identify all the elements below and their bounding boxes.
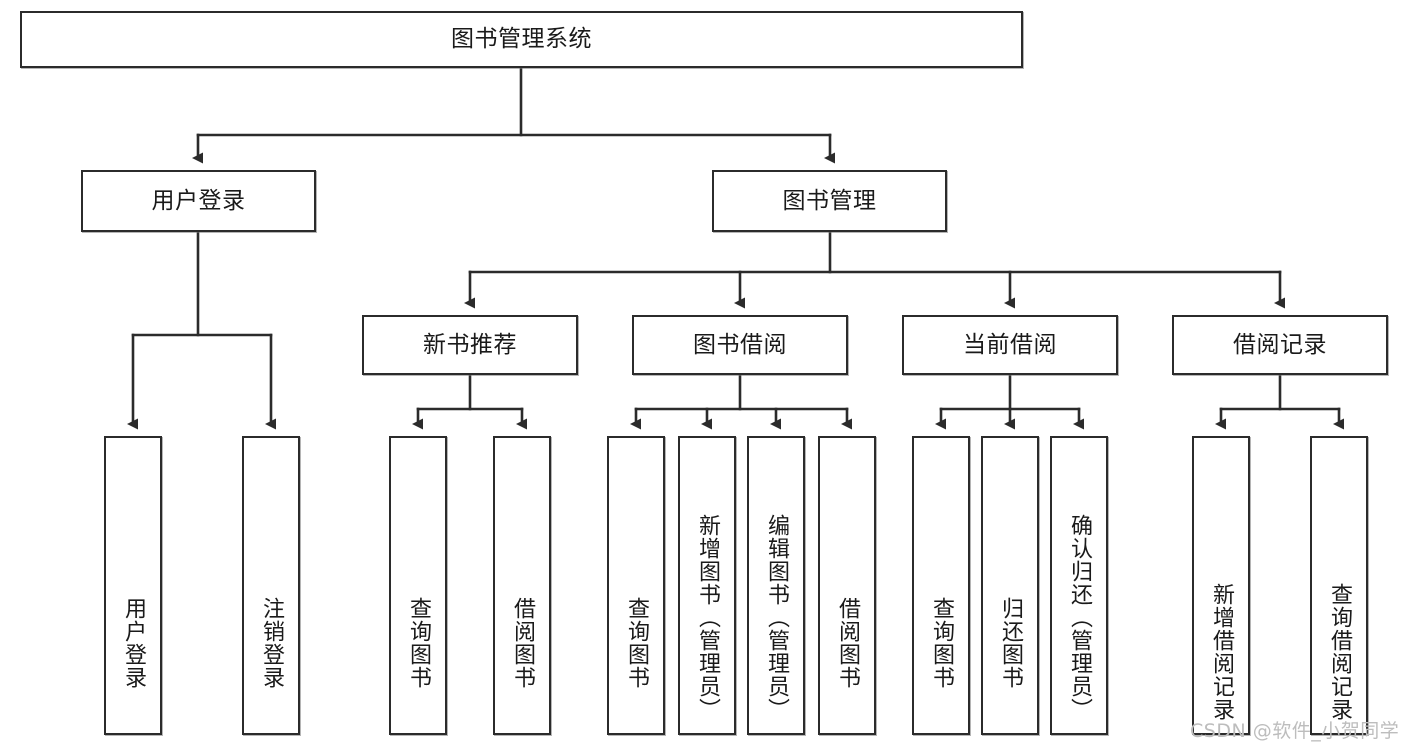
- node-root[interactable]: 图书管理系统: [20, 11, 1023, 68]
- leaf-return-book[interactable]: 归还图书: [981, 436, 1039, 735]
- leaf-query-borrow-record[interactable]: 查询借阅记录: [1310, 436, 1368, 735]
- leaf-borrow-book-1[interactable]: 借阅图书: [493, 436, 551, 735]
- leaf-edit-book-admin-label: 编辑图书（管理员）: [763, 514, 789, 721]
- leaf-borrow-book-2-label: 借阅图书: [834, 597, 860, 689]
- node-book-borrow[interactable]: 图书借阅: [632, 315, 848, 375]
- leaf-return-book-label: 归还图书: [997, 597, 1023, 689]
- node-root-label: 图书管理系统: [451, 26, 592, 53]
- leaf-add-book-admin-label: 新增图书（管理员）: [694, 514, 720, 721]
- node-book-management-label: 图书管理: [782, 187, 877, 214]
- leaf-user-login-label: 用户登录: [120, 597, 146, 689]
- leaf-confirm-return-admin-label: 确认归还（管理员）: [1066, 514, 1092, 721]
- leaf-query-book-1[interactable]: 查询图书: [389, 436, 447, 735]
- leaf-query-book-2-label: 查询图书: [623, 597, 649, 689]
- node-borrow-record-label: 借阅记录: [1233, 331, 1327, 358]
- leaf-query-book-3-label: 查询图书: [928, 597, 954, 689]
- leaf-edit-book-admin[interactable]: 编辑图书（管理员）: [747, 436, 805, 735]
- node-new-book-recommend[interactable]: 新书推荐: [362, 315, 578, 375]
- node-current-borrow[interactable]: 当前借阅: [902, 315, 1118, 375]
- node-user-login-label: 用户登录: [151, 187, 246, 214]
- leaf-add-borrow-record-label: 新增借阅记录: [1208, 583, 1234, 721]
- node-book-borrow-label: 图书借阅: [693, 331, 787, 358]
- leaf-add-book-admin[interactable]: 新增图书（管理员）: [678, 436, 736, 735]
- node-user-login[interactable]: 用户登录: [81, 170, 316, 232]
- node-current-borrow-label: 当前借阅: [963, 331, 1057, 358]
- leaf-logout-login-label: 注销登录: [258, 597, 284, 689]
- leaf-confirm-return-admin[interactable]: 确认归还（管理员）: [1050, 436, 1108, 735]
- leaf-query-book-1-label: 查询图书: [405, 597, 431, 689]
- leaf-borrow-book-2[interactable]: 借阅图书: [818, 436, 876, 735]
- leaf-query-book-3[interactable]: 查询图书: [912, 436, 970, 735]
- node-new-book-recommend-label: 新书推荐: [423, 331, 517, 358]
- node-borrow-record[interactable]: 借阅记录: [1172, 315, 1388, 375]
- leaf-query-book-2[interactable]: 查询图书: [607, 436, 665, 735]
- watermark: CSDN @软件_小贺同学: [1190, 720, 1400, 742]
- leaf-query-borrow-record-label: 查询借阅记录: [1326, 583, 1352, 721]
- leaf-add-borrow-record[interactable]: 新增借阅记录: [1192, 436, 1250, 735]
- leaf-user-login[interactable]: 用户登录: [104, 436, 162, 735]
- leaf-borrow-book-1-label: 借阅图书: [509, 597, 535, 689]
- node-book-management[interactable]: 图书管理: [712, 170, 947, 232]
- leaf-logout-login[interactable]: 注销登录: [242, 436, 300, 735]
